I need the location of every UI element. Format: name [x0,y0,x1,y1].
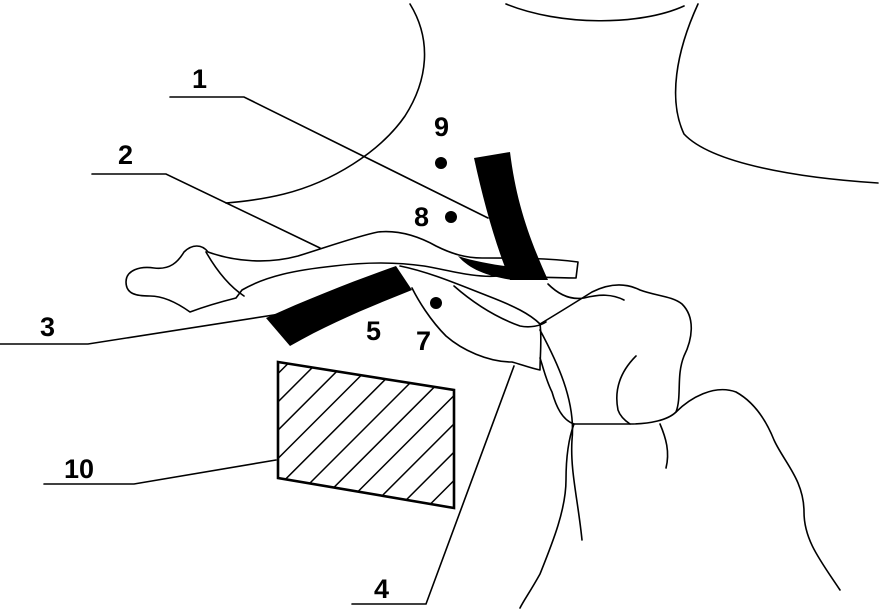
label-4: 4 [374,574,389,604]
hatched-pad [276,360,456,510]
band-1 [474,152,548,280]
label-5: 5 [366,316,381,346]
clavicle-inner-line [205,251,245,297]
leader-4 [351,365,515,605]
leader-2 [91,173,321,249]
label-10: 10 [64,454,94,484]
scapula-right-ridge [616,355,637,425]
acromion-lower-lobe [453,285,547,328]
point-8-dot [445,211,457,223]
neck-back-curve [674,3,879,184]
acromion-outline [399,265,542,371]
clavicle-bone [125,230,579,313]
label-9: 9 [434,112,449,142]
band-1-foot [458,256,524,280]
leader-1 [169,96,489,219]
ribcage-right-line [675,388,841,591]
leader-10 [43,459,277,485]
leader-3 [0,313,281,345]
label-7: 7 [416,326,431,356]
scapula-upper-ridge [547,283,625,301]
point-9-dot [435,157,447,169]
scapula-inner-ridge [539,329,583,541]
band-3 [266,266,412,346]
label-2: 2 [118,140,133,170]
ribcage-left-line [519,423,575,609]
label-1: 1 [192,64,207,94]
ribcage-mid-line [659,423,669,469]
label-8: 8 [414,202,429,232]
jaw-outline [225,3,426,204]
label-3: 3 [40,312,55,342]
point-7-dot [430,297,442,309]
chin-line [505,3,685,22]
scapula-outline [539,284,693,425]
